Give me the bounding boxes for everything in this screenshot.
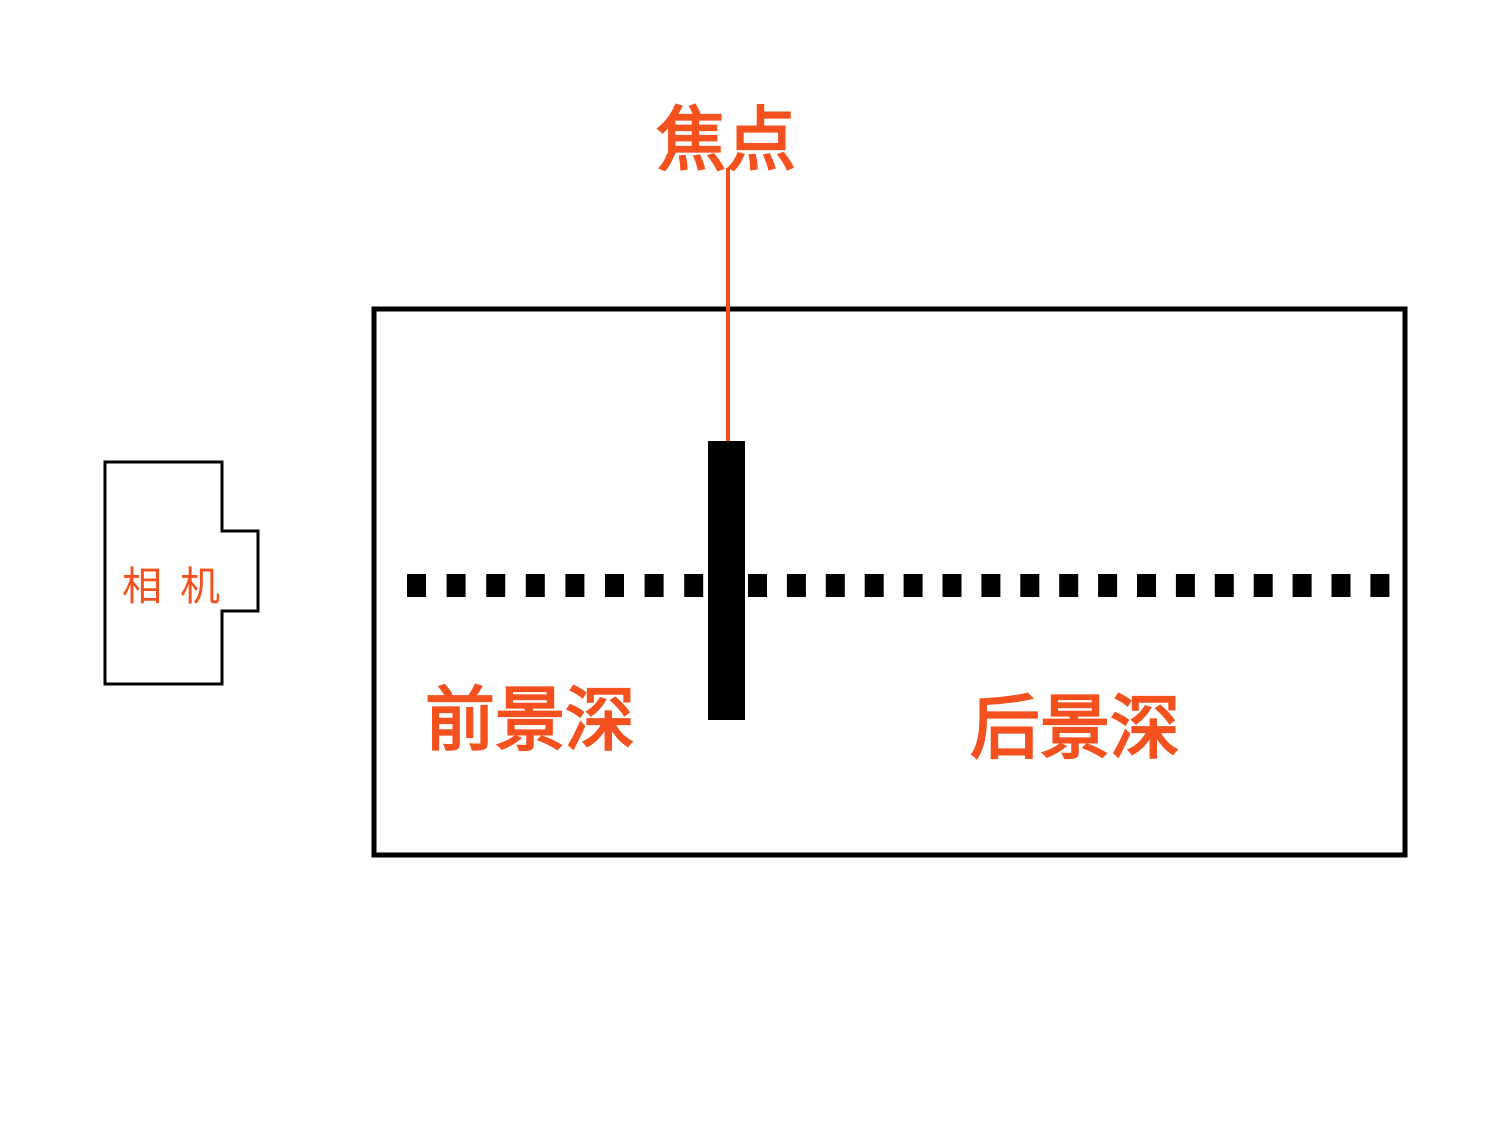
axis-dash bbox=[605, 574, 624, 597]
optical-axis-dashed-line bbox=[407, 574, 1390, 597]
axis-dash bbox=[942, 574, 962, 597]
axis-dash bbox=[1059, 574, 1079, 597]
rear-depth-of-field-label: 后景深 bbox=[970, 687, 1180, 769]
axis-dash bbox=[1253, 574, 1273, 597]
axis-dash bbox=[903, 574, 923, 597]
axis-dash bbox=[407, 574, 426, 597]
axis-dash bbox=[864, 574, 884, 597]
front-depth-of-field-label: 前景深 bbox=[425, 679, 635, 761]
axis-dash bbox=[1098, 574, 1118, 597]
axis-dash bbox=[748, 574, 767, 597]
axis-dash bbox=[1214, 574, 1234, 597]
axis-dash bbox=[446, 574, 466, 597]
axis-dash bbox=[1292, 574, 1312, 597]
axis-dash bbox=[825, 574, 845, 597]
axis-dash bbox=[1137, 574, 1156, 597]
axis-dash bbox=[1020, 574, 1040, 597]
focal-plane-bar bbox=[708, 441, 745, 720]
axis-dash bbox=[786, 574, 806, 597]
focus-label: 焦点 bbox=[656, 99, 796, 181]
camera-label: 相机 bbox=[122, 564, 238, 610]
axis-dash bbox=[525, 574, 545, 597]
axis-dash bbox=[565, 574, 585, 597]
axis-dash bbox=[1370, 574, 1390, 597]
axis-dash bbox=[644, 574, 664, 597]
scene-frame bbox=[371, 306, 1408, 858]
axis-dash bbox=[1175, 574, 1195, 597]
axis-dash bbox=[684, 574, 704, 597]
axis-dash bbox=[981, 574, 1001, 597]
axis-dash bbox=[486, 574, 506, 597]
axis-dash bbox=[1331, 574, 1351, 597]
camera-body bbox=[103, 460, 260, 686]
